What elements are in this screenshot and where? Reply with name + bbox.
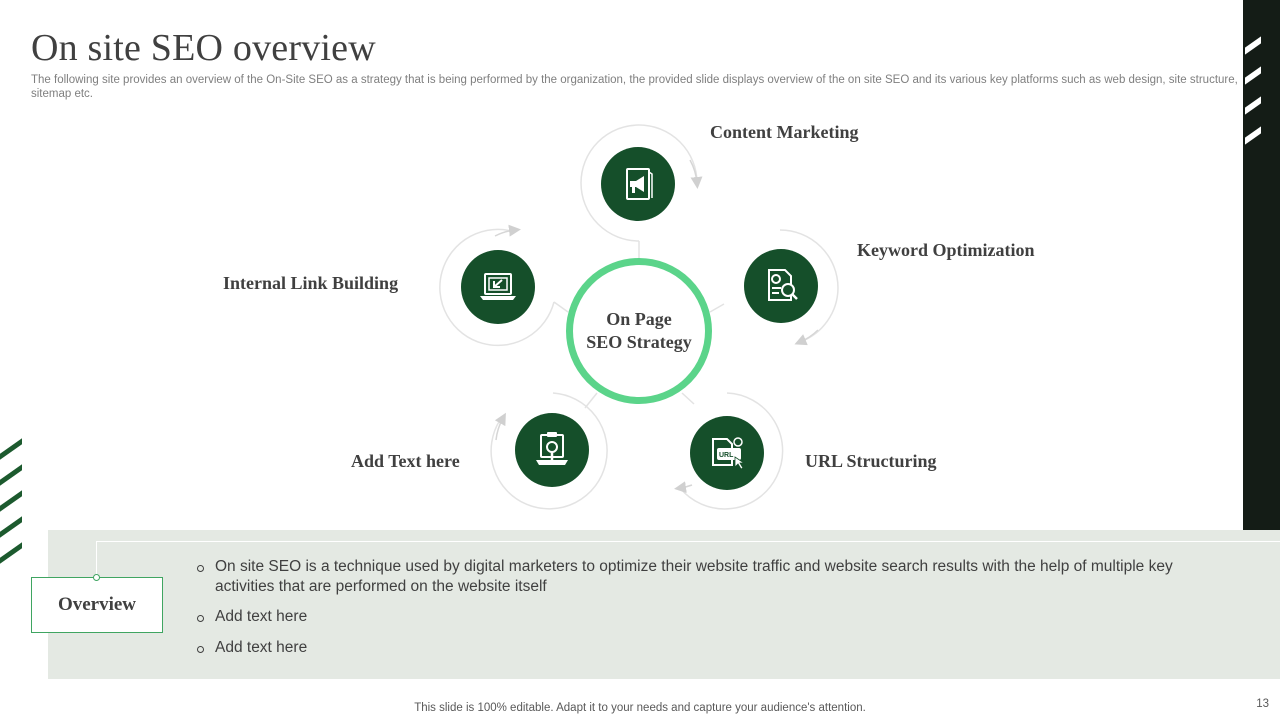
overview-connector-line xyxy=(96,541,1280,542)
laptop-link-icon xyxy=(461,250,535,324)
slide-footer: This slide is 100% editable. Adapt it to… xyxy=(414,702,866,714)
overview-bullet: Add text here xyxy=(196,607,1216,627)
megaphone-document-icon xyxy=(601,147,675,221)
center-strategy-label: On Page SEO Strategy xyxy=(574,308,704,354)
node-label-url-structuring: URL Structuring xyxy=(805,451,937,471)
right-decor-bar xyxy=(1243,0,1280,530)
overview-label-box: Overview xyxy=(31,577,163,633)
diagram-rings xyxy=(439,124,839,510)
overview-bullet: Add text here xyxy=(196,638,1216,658)
center-strategy-circle: On Page SEO Strategy xyxy=(566,258,712,404)
overview-label: Overview xyxy=(57,594,137,615)
center-line-1: On Page xyxy=(606,309,672,329)
decor-stripe xyxy=(0,542,22,564)
overview-bullet: On site SEO is a technique used by digit… xyxy=(196,557,1216,596)
page-title: On site SEO overview xyxy=(31,27,376,69)
node-label-content-marketing: Content Marketing xyxy=(710,122,859,142)
overview-panel xyxy=(48,530,1280,679)
page-number: 13 xyxy=(1256,698,1269,710)
laptop-magnifier-icon xyxy=(515,413,589,487)
overview-connector-dot xyxy=(93,574,100,581)
page-subtitle: The following site provides an overview … xyxy=(31,74,1238,100)
node-label-keyword-optimization: Keyword Optimization xyxy=(857,240,1035,260)
node-label-internal-link-building: Internal Link Building xyxy=(223,273,399,293)
document-magnifier-icon xyxy=(744,249,818,323)
center-line-2: SEO Strategy xyxy=(586,332,692,352)
url-cursor-icon: URL xyxy=(690,416,764,490)
overview-connector-line xyxy=(96,541,97,577)
overview-bullet-list: On site SEO is a technique used by digit… xyxy=(196,557,1216,668)
node-label-add-text: Add Text here xyxy=(351,451,460,471)
svg-text:URL: URL xyxy=(719,452,734,459)
